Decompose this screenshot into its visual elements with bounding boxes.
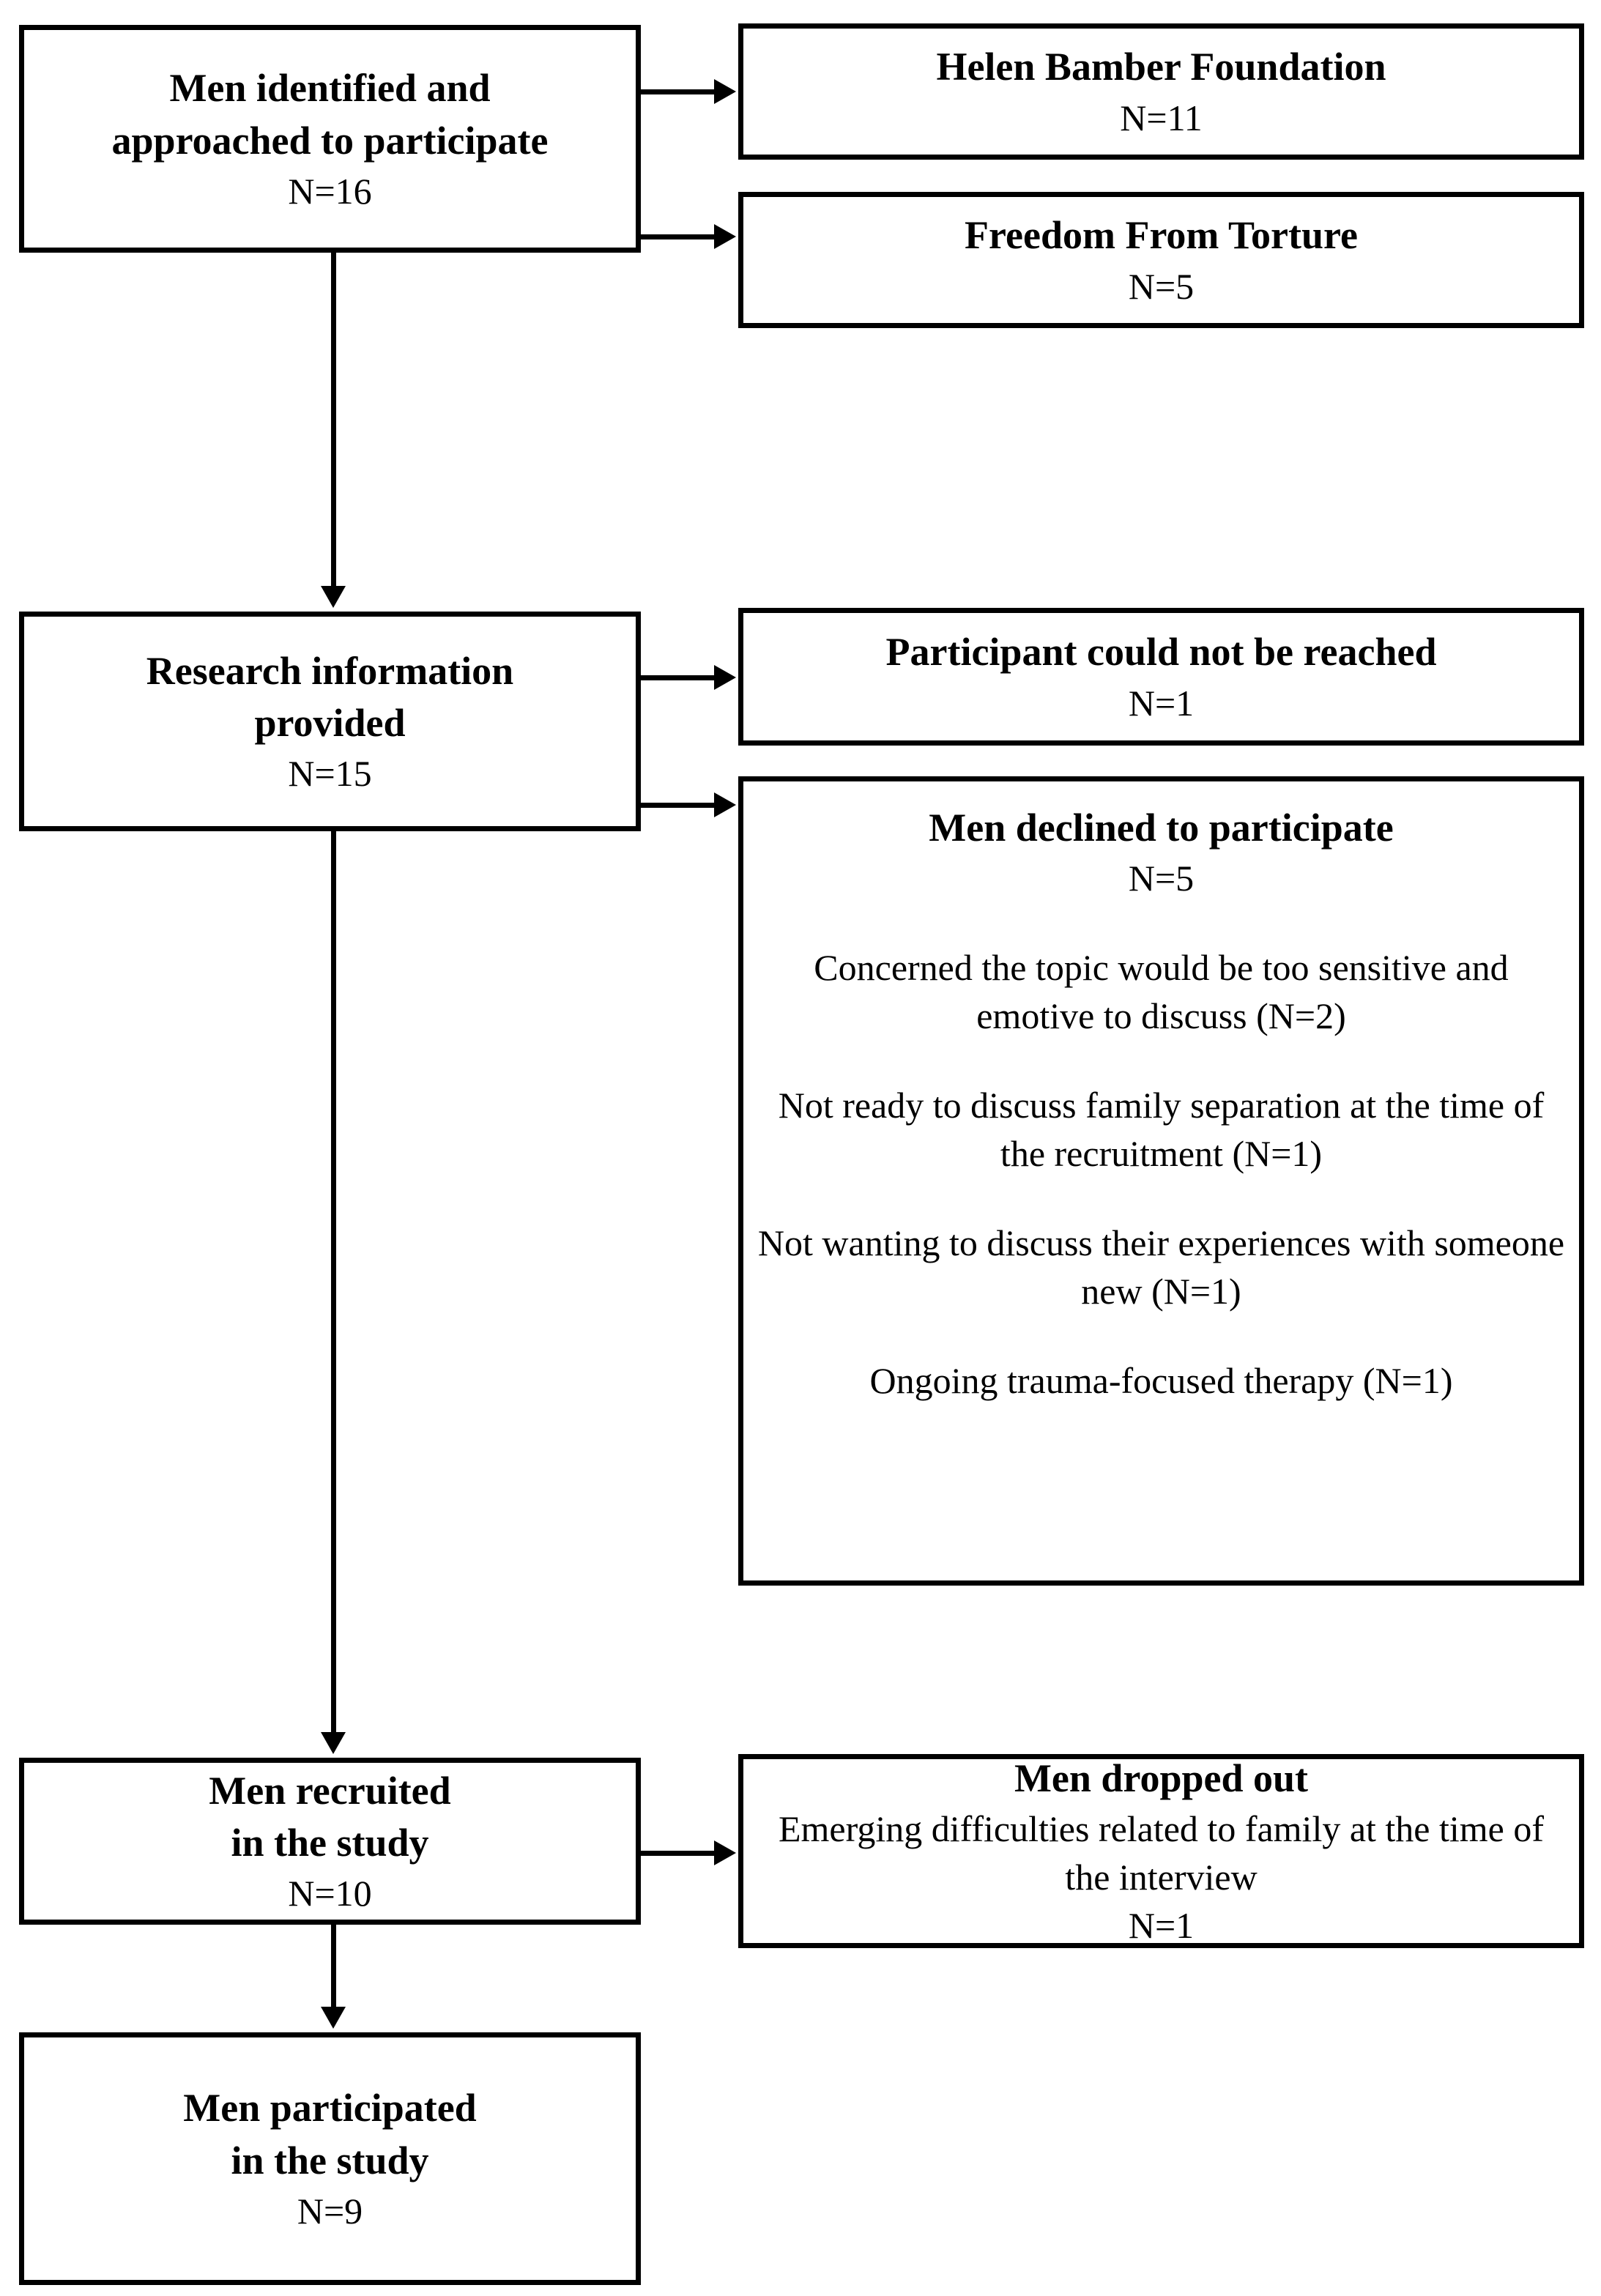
node-men-recruited-title-line2: in the study: [231, 1821, 429, 1865]
node-helen-bamber-foundation-count: N=11: [1120, 97, 1203, 138]
node-helen-bamber-foundation-title: Helen Bamber Foundation: [936, 45, 1386, 89]
node-men-participated-title-line2: in the study: [231, 2138, 429, 2182]
arrowhead-recruited-to-participated: [321, 2007, 346, 2029]
node-research-information-provided-count: N=15: [288, 753, 372, 795]
node-men-identified: Men identified and approached to partici…: [19, 25, 641, 253]
connector-recruited-to-dropped-out: [641, 1851, 716, 1856]
node-men-participated-count: N=9: [297, 2190, 363, 2232]
connector-identified-to-freedom-from-torture: [641, 234, 716, 239]
node-men-declined-reason-2: Not ready to discuss family separation a…: [778, 1085, 1545, 1175]
node-men-declined-reason-3: Not wanting to discuss their experiences…: [757, 1222, 1565, 1312]
arrowhead-recruited-to-dropped-out: [714, 1840, 736, 1865]
connector-research-to-men-declined: [641, 803, 716, 808]
arrowhead-research-to-men-declined: [714, 792, 736, 817]
node-participant-not-reached-title: Participant could not be reached: [885, 630, 1437, 675]
node-men-recruited: Men recruited in the study N=10: [19, 1758, 641, 1925]
node-participant-not-reached-count: N=1: [1128, 682, 1195, 724]
connector-identified-to-helen-bamber: [641, 89, 716, 94]
node-men-declined-reason-4: Ongoing trauma-focused therapy (N=1): [869, 1360, 1453, 1402]
connector-research-to-not-reached: [641, 675, 716, 680]
node-research-information-provided: Research information provided N=15: [19, 612, 641, 831]
node-men-identified-title-line1: Men identified and: [169, 66, 491, 111]
node-men-identified-title-line2: approached to participate: [111, 118, 549, 163]
connector-recruited-to-participated: [331, 1925, 336, 2007]
arrowhead-identified-to-freedom-from-torture: [714, 224, 736, 249]
node-helen-bamber-foundation: Helen Bamber Foundation N=11: [738, 23, 1584, 160]
arrowhead-identified-to-research-information: [321, 586, 346, 608]
node-men-recruited-title-line1: Men recruited: [209, 1768, 451, 1813]
node-men-declined-count: N=5: [1128, 858, 1195, 899]
node-participant-not-reached: Participant could not be reached N=1: [738, 608, 1584, 746]
node-men-dropped-out-reason: Emerging difficulties related to family …: [778, 1808, 1545, 1898]
node-freedom-from-torture-title: Freedom From Torture: [965, 213, 1358, 258]
node-men-dropped-out-count: N=1: [1128, 1905, 1195, 1947]
arrowhead-identified-to-helen-bamber: [714, 79, 736, 104]
node-freedom-from-torture-count: N=5: [1128, 265, 1195, 307]
node-men-declined-reason-1: Concerned the topic would be too sensiti…: [814, 947, 1509, 1037]
connector-identified-to-research-information: [331, 253, 336, 586]
node-freedom-from-torture: Freedom From Torture N=5: [738, 192, 1584, 328]
connector-research-to-men-recruited: [331, 831, 336, 1732]
node-research-information-provided-title-line1: Research information: [146, 648, 514, 693]
arrowhead-research-to-men-recruited: [321, 1732, 346, 1754]
node-men-participated-title-line1: Men participated: [183, 2086, 477, 2130]
node-men-participated: Men participated in the study N=9: [19, 2032, 641, 2285]
node-men-dropped-out-title: Men dropped out: [1014, 1756, 1309, 1800]
node-men-recruited-count: N=10: [288, 1873, 372, 1914]
node-men-dropped-out: Men dropped out Emerging difficulties re…: [738, 1754, 1584, 1948]
node-research-information-provided-title-line2: provided: [254, 701, 406, 745]
node-men-declined-title: Men declined to participate: [929, 806, 1394, 850]
node-men-declined: Men declined to participate N=5 Concerne…: [738, 776, 1584, 1586]
node-men-identified-count: N=16: [288, 170, 372, 212]
arrowhead-research-to-not-reached: [714, 665, 736, 690]
